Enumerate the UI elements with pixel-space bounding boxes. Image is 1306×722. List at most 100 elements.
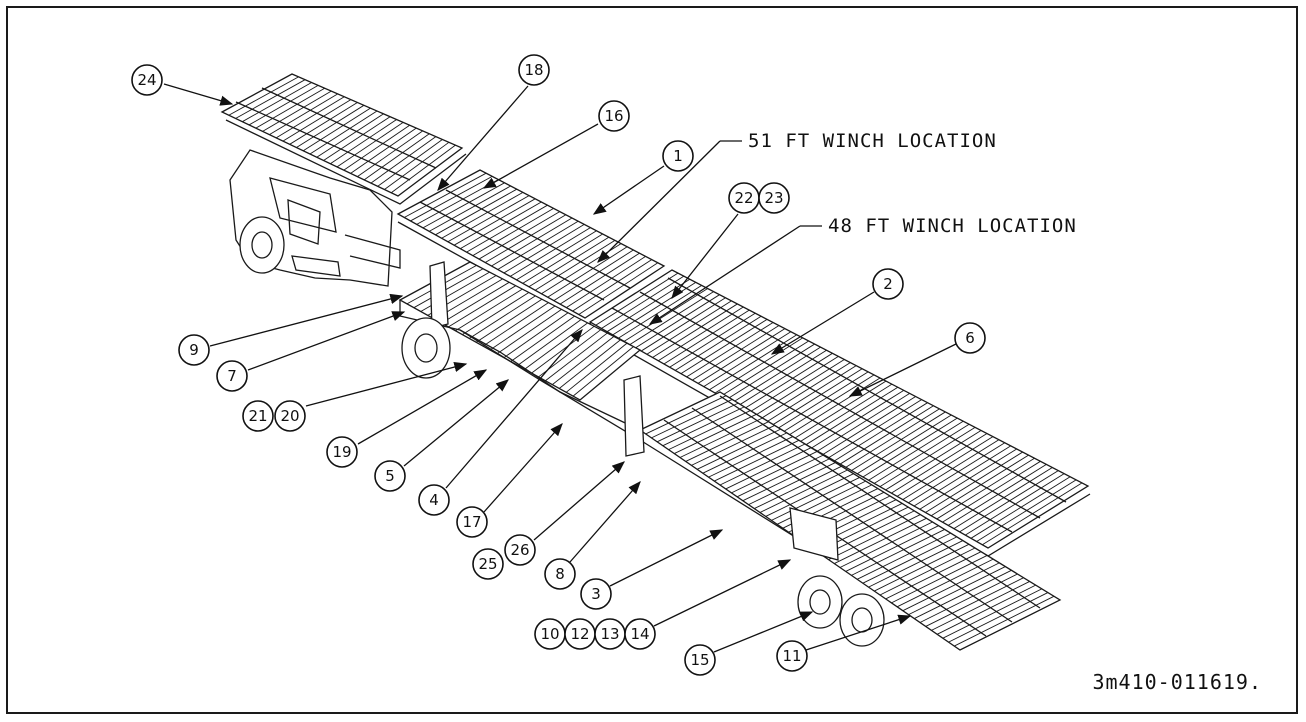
deck-slat bbox=[491, 217, 573, 267]
deck-slat bbox=[760, 362, 851, 420]
lower-deck bbox=[398, 261, 1062, 651]
deck-slat bbox=[703, 331, 792, 387]
deck-slat bbox=[478, 211, 560, 260]
deck-slat bbox=[771, 368, 863, 426]
deck-slat bbox=[822, 396, 916, 455]
cab-deck bbox=[220, 73, 467, 205]
deck-slat bbox=[976, 479, 1077, 542]
deck-slat bbox=[896, 558, 994, 608]
deck-slat bbox=[404, 172, 487, 218]
deck-slat bbox=[788, 377, 881, 436]
deck-slat bbox=[510, 315, 575, 362]
deck-slat bbox=[908, 566, 1006, 616]
deck-slat bbox=[970, 476, 1071, 539]
winch-51-annotation: 51 FT WINCH LOCATION bbox=[597, 130, 996, 263]
svg-text:19: 19 bbox=[332, 443, 351, 461]
deck-slat bbox=[435, 188, 518, 236]
deck-slat bbox=[547, 246, 628, 298]
callout-2: 2 bbox=[770, 268, 904, 355]
callout-13: 13 bbox=[594, 618, 626, 650]
deck-slat bbox=[942, 460, 1041, 523]
deck-slat bbox=[851, 411, 946, 471]
deck-slat bbox=[309, 110, 378, 155]
deck-slat bbox=[800, 383, 893, 442]
deck-slat bbox=[720, 340, 809, 397]
deck-slat bbox=[891, 433, 988, 494]
deck-slat bbox=[242, 82, 312, 123]
callout-22: 22 bbox=[671, 182, 760, 300]
deck-slat bbox=[496, 309, 562, 355]
deck-slat bbox=[856, 532, 951, 580]
deck-slat bbox=[652, 303, 738, 358]
deck-slat bbox=[686, 322, 774, 378]
deck-slat bbox=[765, 473, 854, 517]
deck-slat bbox=[879, 547, 976, 596]
deck-slat bbox=[759, 469, 848, 513]
callout-21: 21 bbox=[242, 400, 274, 432]
deck-slat bbox=[742, 458, 830, 502]
svg-text:5: 5 bbox=[385, 467, 395, 485]
deck-slat bbox=[357, 130, 424, 177]
deck-slat bbox=[691, 425, 775, 466]
deck-slat bbox=[475, 298, 543, 343]
callout-7: 7 bbox=[216, 311, 406, 392]
deck-slat bbox=[578, 262, 659, 315]
deck-slat bbox=[959, 470, 1059, 533]
deck-slat bbox=[692, 325, 780, 381]
deck-slat bbox=[413, 268, 484, 309]
deck-slat bbox=[931, 581, 1030, 631]
deck-slat bbox=[447, 195, 530, 243]
deck-slat bbox=[674, 413, 757, 454]
deck-slat bbox=[697, 328, 786, 384]
deck-slat bbox=[422, 182, 505, 229]
deck-slat bbox=[731, 346, 821, 404]
winch-48-annotation: 48 FT WINCH LOCATION bbox=[648, 215, 1076, 325]
deck-slat bbox=[559, 252, 640, 305]
deck-slat bbox=[645, 395, 727, 435]
deck-slat bbox=[702, 432, 787, 474]
deck-slat bbox=[982, 482, 1083, 546]
callout-1: 1 bbox=[592, 140, 694, 215]
deck-slat bbox=[947, 464, 1047, 526]
deck-slat bbox=[282, 99, 352, 142]
callout-26: 26 bbox=[504, 461, 625, 566]
deck-slat bbox=[754, 465, 842, 509]
deck-slat bbox=[262, 90, 332, 132]
deck-slat bbox=[685, 421, 769, 462]
deck-slat bbox=[489, 305, 556, 351]
deck-slat bbox=[528, 236, 610, 288]
deck-slat bbox=[601, 275, 685, 329]
diagram-frame bbox=[6, 6, 1298, 714]
deck-slat bbox=[914, 569, 1012, 619]
deck-slat bbox=[377, 139, 443, 187]
svg-text:22: 22 bbox=[734, 189, 753, 207]
deck-slat bbox=[954, 595, 1055, 647]
deck-slat bbox=[942, 588, 1042, 639]
deck-slat bbox=[675, 315, 762, 371]
deck-slat bbox=[736, 454, 824, 498]
deck-slat bbox=[953, 467, 1053, 530]
deck-slat bbox=[343, 124, 410, 171]
svg-text:25: 25 bbox=[478, 555, 497, 573]
deck-slat bbox=[410, 176, 493, 222]
deck-slat bbox=[228, 76, 299, 116]
deck-slat bbox=[370, 136, 437, 184]
deck-slat bbox=[460, 201, 542, 250]
deck-slat bbox=[485, 214, 567, 263]
deck-slat bbox=[323, 116, 391, 161]
deck-slat bbox=[289, 102, 358, 145]
deck-slat bbox=[777, 371, 869, 429]
deck-slat bbox=[558, 339, 621, 389]
deck-slat bbox=[275, 96, 345, 139]
deck-slat bbox=[719, 443, 806, 486]
deck-slat bbox=[908, 442, 1006, 504]
deck-slat bbox=[834, 517, 927, 564]
deck-slat bbox=[572, 259, 652, 312]
main-ramp bbox=[588, 269, 1091, 557]
deck-slat bbox=[748, 356, 839, 413]
figure-id: 3m410-011619. bbox=[1092, 670, 1262, 694]
deck-slat bbox=[839, 521, 933, 568]
svg-text:17: 17 bbox=[462, 513, 481, 531]
deck-slat bbox=[930, 454, 1029, 517]
